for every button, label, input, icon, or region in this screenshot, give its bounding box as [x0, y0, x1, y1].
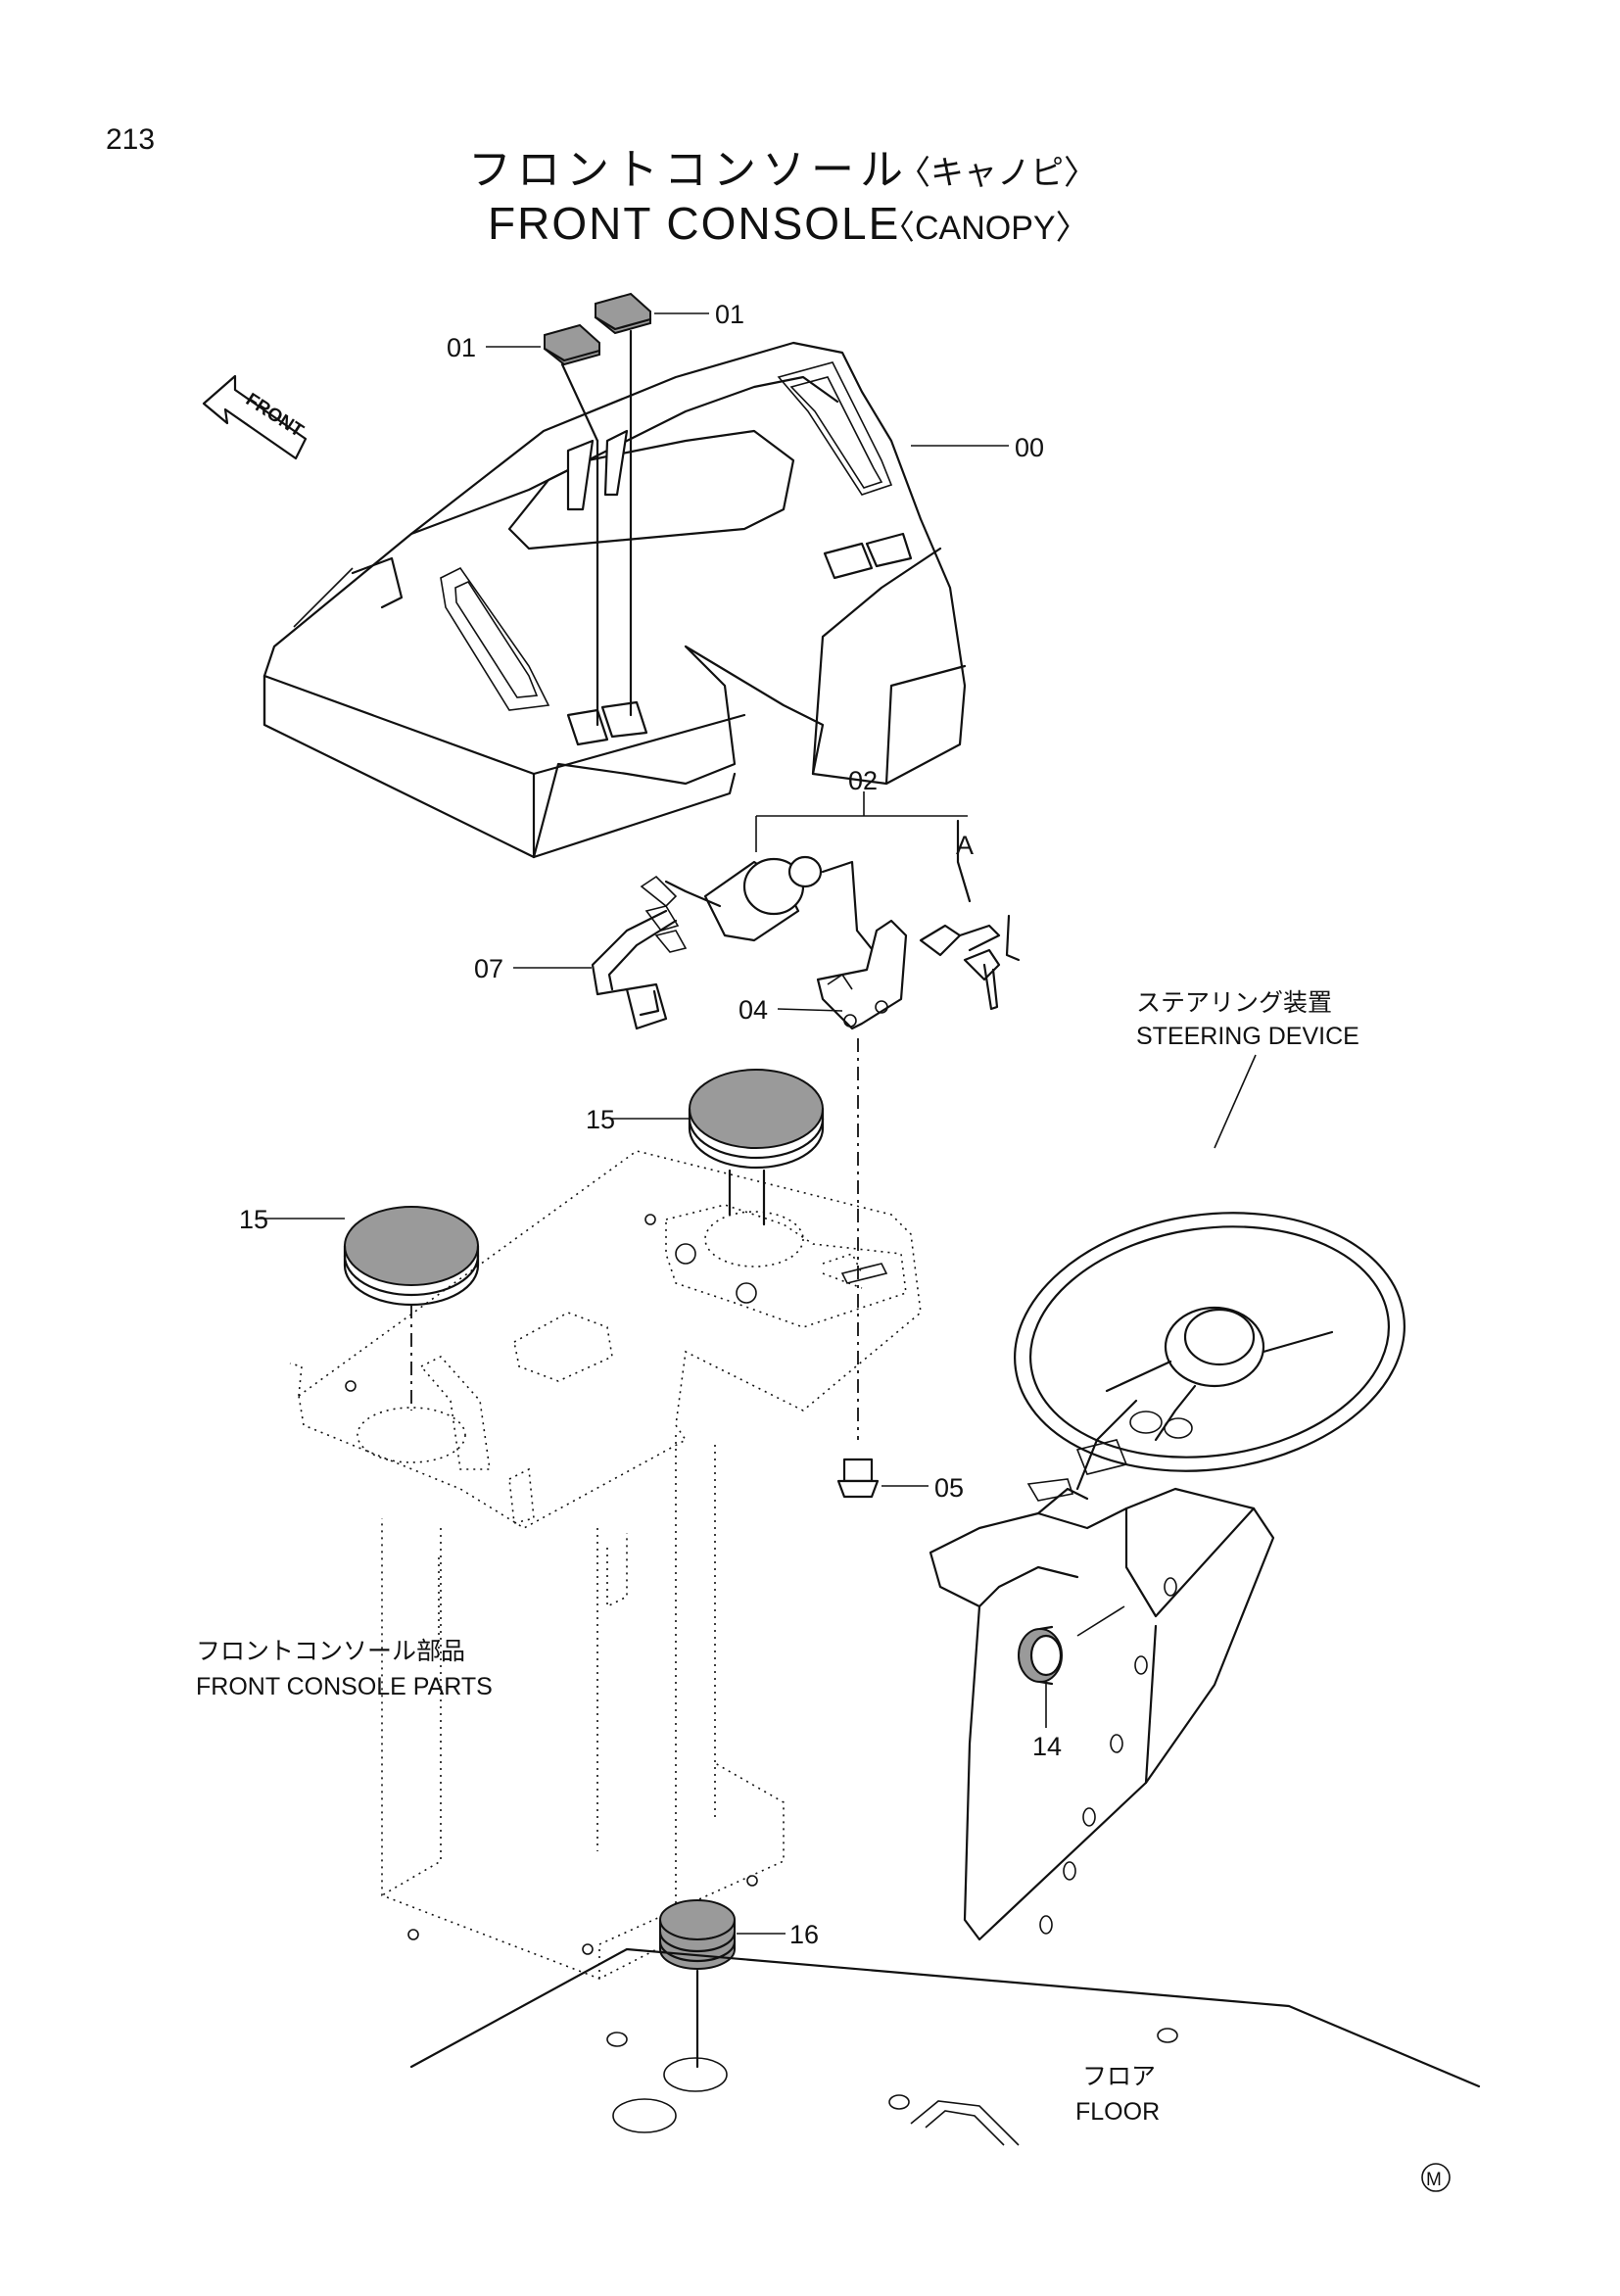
- title-en: FRONT CONSOLE: [488, 198, 900, 249]
- callout-00: 00: [1015, 433, 1044, 462]
- title-en-sub: 〈CANOPY〉: [881, 210, 1089, 247]
- caption-parts-en: FRONT CONSOLE PARTS: [196, 1673, 493, 1700]
- caption-floor-en: FLOOR: [1075, 2098, 1160, 2126]
- caption-steering-en: STEERING DEVICE: [1136, 1023, 1359, 1050]
- steering-device: [929, 1212, 1406, 1941]
- pedal-pad-15-right: [688, 1069, 825, 1226]
- callout-02: 02: [848, 766, 878, 795]
- caption-floor-jp: フロア: [1082, 2063, 1156, 2090]
- page-number: 213: [106, 123, 155, 156]
- caption-steering-jp: ステアリング装置: [1136, 989, 1332, 1017]
- grommet-14: [1018, 1625, 1063, 1686]
- callout-01-right: 01: [715, 300, 744, 329]
- callout-05: 05: [934, 1473, 964, 1503]
- pedal-pad-15-left: [343, 1206, 480, 1307]
- callout-04: 04: [739, 995, 768, 1025]
- callout-16: 16: [789, 1920, 819, 1949]
- svg-text:M: M: [1426, 2170, 1442, 2190]
- front-console-frame: [289, 1150, 922, 1980]
- bolt-05: [836, 1458, 880, 1499]
- callout-A: A: [956, 831, 974, 860]
- corner-mark-icon: M: [1421, 2163, 1451, 2192]
- title-jp: フロントコンソール: [468, 146, 909, 194]
- floor-panel: [409, 1947, 1481, 2146]
- callout-07: 07: [474, 954, 503, 983]
- callout-15-right: 15: [586, 1105, 615, 1134]
- callout-14: 14: [1032, 1732, 1062, 1761]
- callout-01-left: 01: [447, 333, 476, 362]
- front-arrow-icon: FRONT: [202, 374, 308, 460]
- caption-parts-jp: フロントコンソール部品: [196, 1638, 465, 1665]
- callout-15-left: 15: [239, 1205, 268, 1234]
- switch-cap-01-left: [543, 323, 601, 366]
- title-jp-sub: 〈キャノピ〉: [897, 155, 1097, 192]
- key-switch-assembly: [591, 819, 1021, 1030]
- switch-cap-01-right: [594, 292, 652, 335]
